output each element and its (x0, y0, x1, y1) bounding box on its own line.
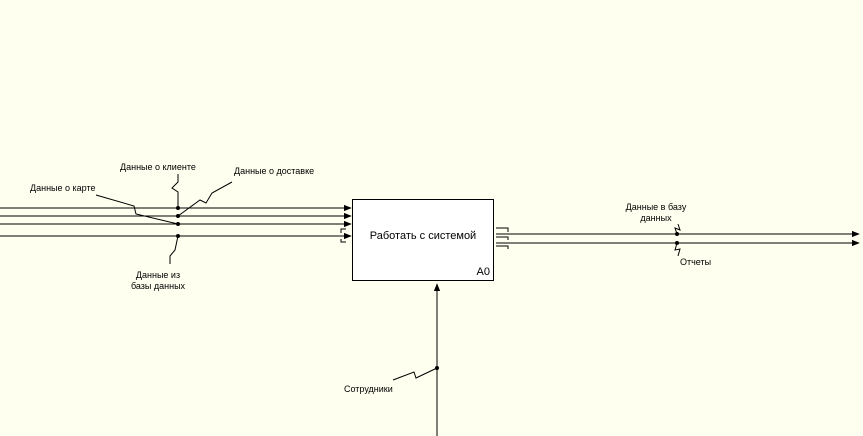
leader-delivery (177, 181, 233, 217)
input-label-leaders (95, 174, 233, 264)
leader-staff (392, 367, 438, 381)
leader-card (95, 194, 179, 225)
label-reports: Отчеты (680, 257, 712, 267)
output-label-leaders (674, 223, 681, 257)
activity-node-number: A0 (476, 266, 490, 278)
leader-client (171, 174, 179, 208)
mechanism-arrow-group (392, 283, 441, 436)
label-delivery-data: Данные о доставке (234, 166, 315, 176)
label-db-data: Данные из базы данных (130, 270, 186, 291)
leader-db (169, 235, 179, 264)
output-dots (675, 232, 679, 245)
activity-title: Работать с системой (369, 230, 477, 242)
label-to-db: Данные в базу данных (625, 202, 687, 223)
activity-box[interactable]: Работать с системой A0 (352, 199, 494, 281)
input-tunnel-brackets (340, 228, 346, 243)
label-client-data: Данные о клиенте (120, 162, 196, 172)
label-card-data: Данные о карте (30, 183, 96, 193)
input-dots (176, 206, 180, 238)
mechanism-dot (435, 366, 439, 370)
input-arrows (0, 204, 352, 240)
label-staff: Сотрудники (344, 384, 393, 394)
output-tunnel-brackets (496, 227, 509, 249)
